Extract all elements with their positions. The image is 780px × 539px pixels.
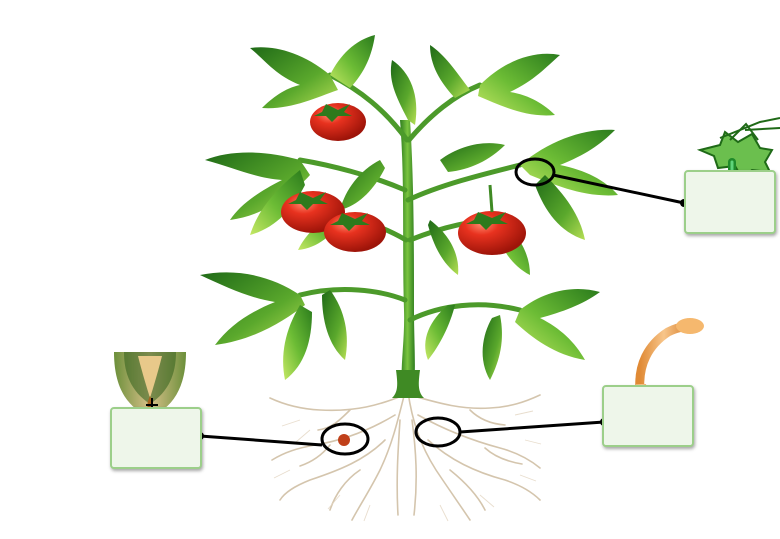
nodule-connector-line — [200, 436, 322, 445]
leaf-label-box[interactable] — [684, 170, 776, 234]
tomato — [458, 185, 526, 255]
main-stem — [400, 120, 415, 392]
leaf — [483, 315, 502, 380]
leaf — [322, 290, 347, 360]
stem-base — [392, 370, 424, 398]
leaf — [250, 47, 338, 108]
leaf — [440, 143, 505, 172]
root-connector-line — [460, 422, 604, 432]
fine-root-hairs — [274, 411, 541, 521]
tomato — [310, 103, 366, 141]
nodule-label-box[interactable] — [602, 385, 694, 447]
leaf — [391, 60, 416, 125]
root-nodule-dot — [338, 434, 350, 446]
leaf — [430, 45, 470, 98]
leaf — [478, 54, 560, 116]
tomato — [324, 212, 386, 252]
root-system — [270, 392, 540, 520]
root-tip-label-box[interactable] — [110, 407, 202, 469]
leaf — [515, 289, 600, 360]
